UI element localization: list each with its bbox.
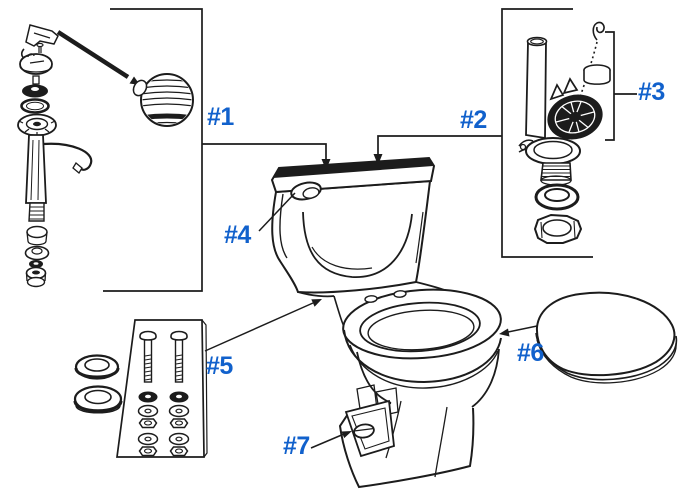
valve-stem bbox=[32, 75, 40, 85]
flush-valve-seat bbox=[518, 137, 581, 165]
refill-tube bbox=[42, 142, 93, 174]
part-label-3[interactable]: #3 bbox=[638, 78, 665, 106]
float-ball bbox=[132, 73, 194, 127]
part7-leader-line bbox=[310, 431, 352, 449]
part-label-2[interactable]: #2 bbox=[460, 106, 487, 134]
gasket-rings bbox=[73, 354, 123, 414]
bolt-kit-illustration bbox=[137, 330, 190, 457]
flapper bbox=[547, 94, 603, 140]
flapper-ears bbox=[549, 77, 579, 101]
part1-bracket bbox=[103, 8, 203, 292]
rod-elbow bbox=[20, 24, 59, 59]
part5-leader-line bbox=[204, 299, 322, 352]
flush-valve-illustration bbox=[518, 21, 611, 244]
flush-valve-gasket bbox=[534, 183, 580, 211]
toilet-illustration bbox=[270, 156, 502, 489]
fill-valve-illustration bbox=[17, 24, 194, 288]
valve-shank bbox=[25, 134, 47, 204]
mounting-hardware-stack bbox=[24, 225, 50, 288]
part3-bracket bbox=[605, 31, 637, 141]
threaded-end bbox=[28, 202, 45, 222]
part-label-7[interactable]: #7 bbox=[283, 432, 310, 460]
toilet-seat-illustration bbox=[535, 291, 678, 384]
flush-valve-shank bbox=[540, 162, 572, 186]
valve-cap bbox=[19, 53, 53, 75]
part-label-5[interactable]: #5 bbox=[206, 352, 233, 380]
overflow-tube bbox=[525, 36, 548, 140]
part2-leader-line bbox=[373, 135, 502, 165]
o-ring bbox=[20, 98, 50, 114]
tank-bolts bbox=[139, 330, 188, 383]
bolt-cap-panel bbox=[344, 399, 395, 458]
part5-box bbox=[116, 319, 208, 458]
part-label-1[interactable]: #1 bbox=[207, 103, 234, 131]
part-label-4[interactable]: #4 bbox=[224, 221, 251, 249]
float-rod bbox=[56, 30, 140, 85]
part4-leader-line bbox=[258, 192, 296, 232]
tank bbox=[271, 179, 432, 294]
part-label-6[interactable]: #6 bbox=[517, 339, 544, 367]
flush-handle bbox=[290, 181, 322, 201]
washers-nuts-row1 bbox=[137, 404, 190, 429]
lift-chain bbox=[578, 21, 611, 101]
bowl bbox=[342, 288, 502, 408]
diaphragm-disc bbox=[22, 84, 48, 98]
rubber-washers bbox=[138, 391, 189, 403]
part6-leader-line bbox=[499, 325, 538, 337]
valve-body-flange bbox=[17, 113, 57, 137]
flush-valve-locknut bbox=[533, 213, 583, 244]
washers-nuts-row2 bbox=[137, 432, 190, 457]
part2-box bbox=[501, 8, 593, 258]
